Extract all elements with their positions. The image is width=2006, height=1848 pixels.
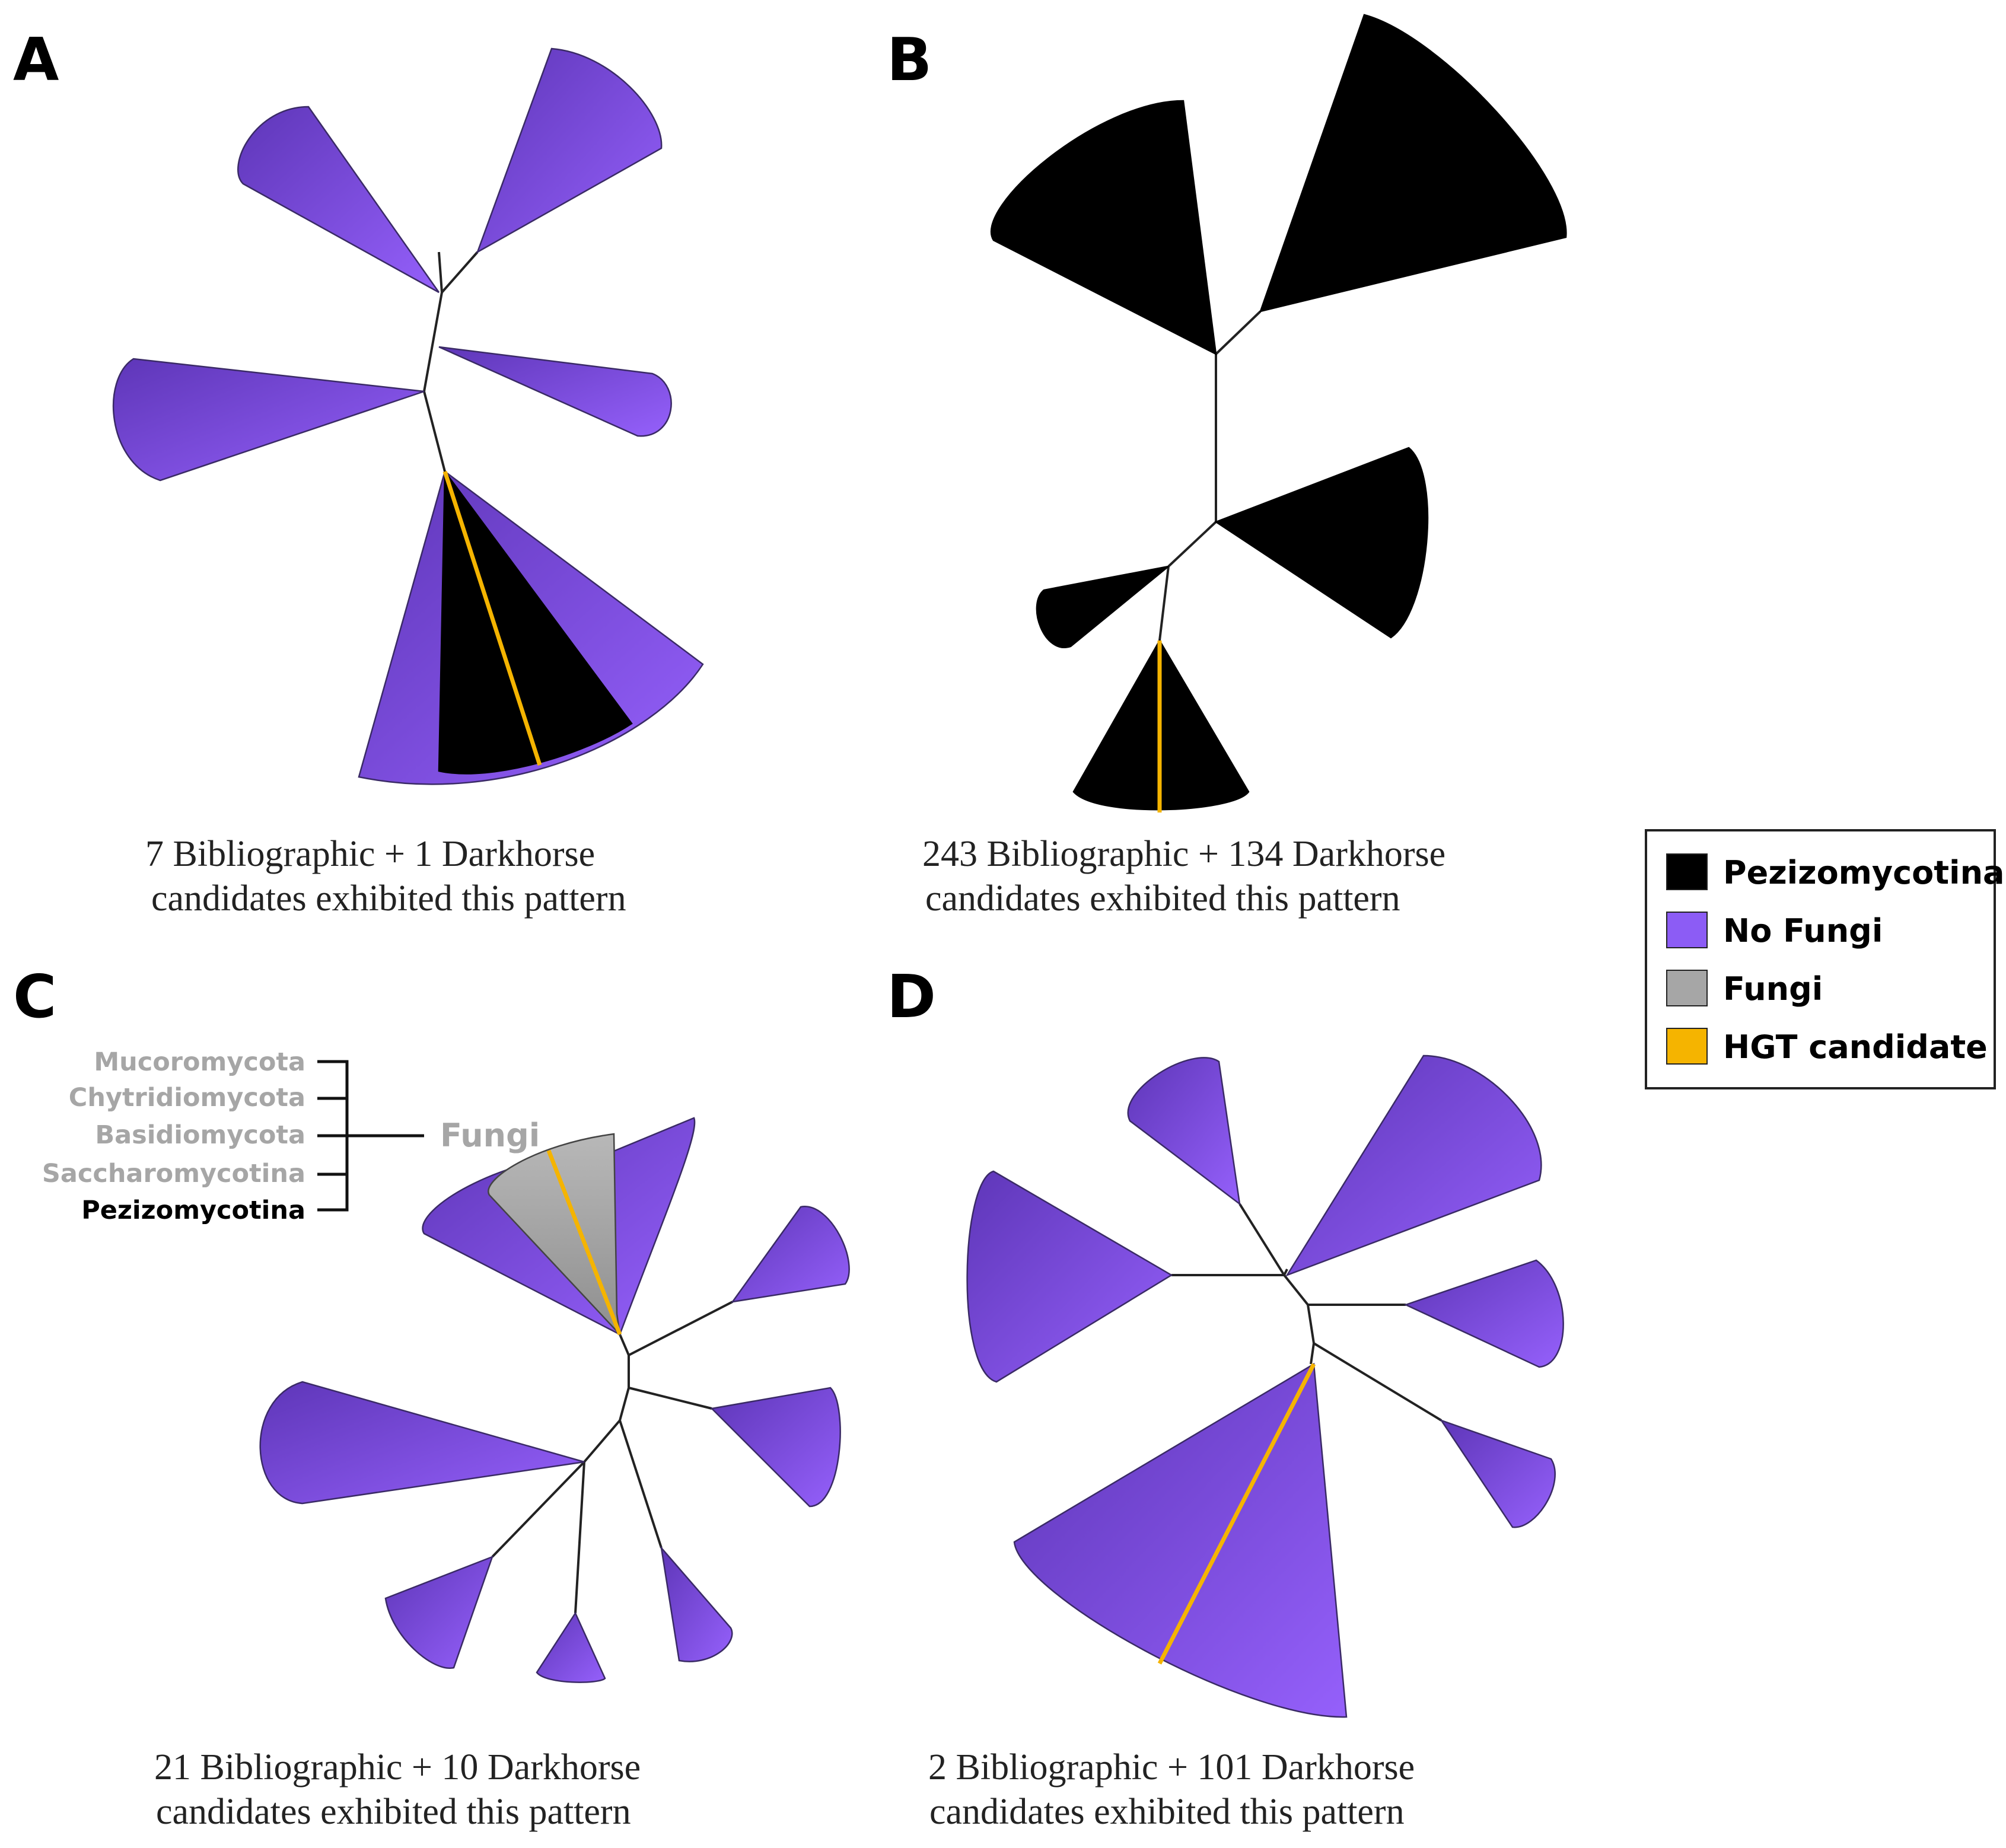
caption-c-line2: candidates exhibited this pattern — [156, 1792, 631, 1832]
legend: Pezizomycotina No Fungi Fungi HGT candid… — [1645, 829, 2004, 1089]
clade-no-fungi-a3 — [112, 358, 425, 482]
panel-d: D 2 Bibliographic + 101 Darkhorse candid… — [887, 962, 1564, 1832]
clade-no-fungi-c7 — [660, 1545, 733, 1662]
legend-label-hgt: HGT candidate — [1723, 1028, 1988, 1066]
tree-branches-c — [491, 1301, 733, 1614]
caption-b-line2: candidates exhibited this pattern — [925, 878, 1400, 919]
hgt-candidate-c — [546, 1149, 622, 1336]
taxon-pezizomycotina: Pezizomycotina — [81, 1196, 305, 1225]
caption-a-line1: 7 Bibliographic + 1 Darkhorse — [145, 834, 595, 874]
panel-letter-b: B — [887, 25, 932, 94]
taxonomy-bracket: Mucoromycota Chytridiomycota Basidiomyco… — [42, 1047, 540, 1225]
clade-no-fungi-d6 — [1013, 1362, 1348, 1718]
taxon-mucoromycota: Mucoromycota — [94, 1047, 305, 1077]
taxon-basidiomycota: Basidiomycota — [95, 1120, 305, 1150]
legend-label-fungi: Fungi — [1723, 970, 1823, 1008]
clade-pezizomycotina-b3 — [1214, 447, 1429, 639]
clade-no-fungi-d2 — [1285, 1054, 1542, 1277]
hgt-candidate-a — [442, 470, 542, 766]
clade-no-fungi-c3 — [710, 1387, 841, 1508]
clade-fungi-c — [488, 1133, 621, 1337]
clade-no-fungi-d5 — [1439, 1419, 1556, 1528]
panel-letter-d: D — [887, 962, 936, 1031]
taxon-chytridiomycota: Chytridiomycota — [69, 1083, 305, 1113]
tree-branches-a — [423, 251, 479, 472]
panel-letter-a: A — [13, 25, 59, 94]
caption-b-line1: 243 Bibliographic + 134 Darkhorse — [922, 834, 1445, 874]
caption-c-line1: 21 Bibliographic + 10 Darkhorse — [154, 1747, 641, 1788]
legend-swatch-fungi — [1666, 970, 1708, 1006]
legend-label-no-fungi: No Fungi — [1723, 912, 1883, 950]
legend-swatch-no-fungi — [1666, 912, 1708, 948]
hgt-candidate-d — [1157, 1363, 1316, 1665]
caption-d-line1: 2 Bibliographic + 101 Darkhorse — [928, 1747, 1415, 1788]
clade-no-fungi-c6 — [536, 1611, 606, 1683]
fungi-group-label: Fungi — [440, 1117, 540, 1154]
clade-pezizomycotina-b1 — [990, 100, 1217, 356]
clade-no-fungi-a2 — [476, 47, 663, 254]
panel-b: B 243 Bibliographic + 134 Darkhorse cand… — [887, 14, 1567, 919]
tree-branches-b — [1158, 310, 1262, 641]
tree-branches-d — [1171, 1203, 1443, 1422]
clade-no-fungi-c4 — [259, 1381, 585, 1505]
taxon-saccharomycotina: Saccharomycotina — [42, 1159, 305, 1189]
clade-no-fungi-c2 — [731, 1206, 850, 1303]
bracket-lines — [317, 1060, 424, 1212]
panel-c: C Mucoromycota Chytridiomycota Basidiomy… — [13, 962, 850, 1832]
clade-pezizomycotina-b4 — [1036, 565, 1169, 648]
legend-swatch-hgt — [1666, 1028, 1708, 1065]
clade-no-fungi-c5 — [384, 1555, 494, 1669]
clade-no-fungi-a1 — [237, 106, 440, 294]
clade-no-fungi-d4 — [1403, 1259, 1564, 1368]
clade-no-fungi-d1 — [1127, 1057, 1241, 1206]
clade-pezizomycotina-b2 — [1259, 14, 1567, 313]
panel-letter-c: C — [13, 962, 56, 1031]
clade-no-fungi-d3 — [966, 1170, 1173, 1383]
caption-d-line2: candidates exhibited this pattern — [929, 1792, 1405, 1832]
panel-a: A 7 Bibliographic + 1 Darkhorse candidat… — [13, 25, 704, 919]
caption-a-line2: candidates exhibited this pattern — [151, 878, 626, 919]
clade-no-fungi-a4 — [438, 346, 672, 437]
legend-swatch-pezizomycotina — [1666, 853, 1708, 890]
legend-label-pezizomycotina: Pezizomycotina — [1723, 854, 2004, 891]
